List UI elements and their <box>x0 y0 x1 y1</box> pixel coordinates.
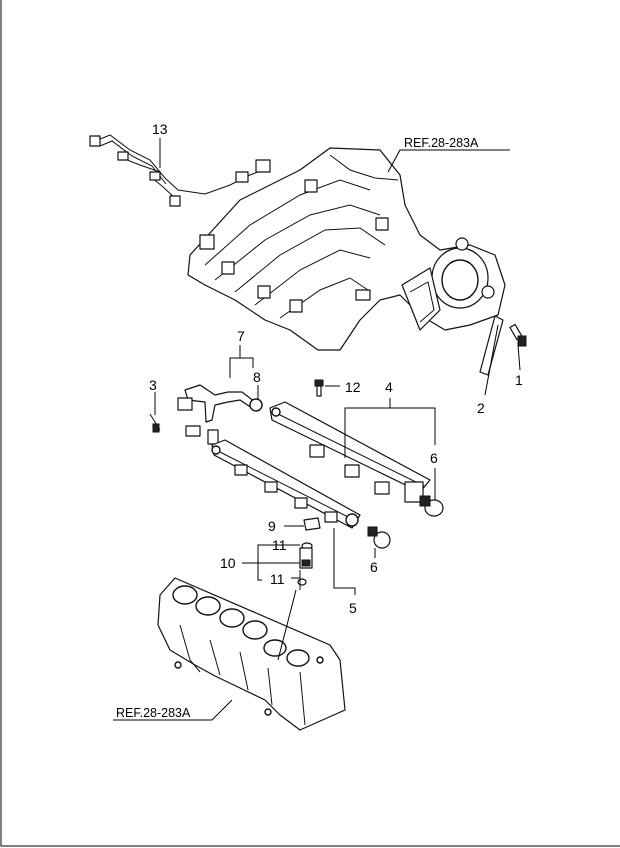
pressure-regulator-6a <box>419 495 444 517</box>
callout-8: 8 <box>253 369 261 385</box>
fuel-rail-lower <box>211 439 361 529</box>
callout-2: 2 <box>477 400 485 416</box>
callout-11-lower: 11 <box>270 571 285 587</box>
bolt-1 <box>509 323 527 347</box>
callout-3: 3 <box>149 377 157 393</box>
callout-12: 12 <box>345 379 361 395</box>
callout-6-lower: 6 <box>370 559 378 575</box>
bolt-12 <box>314 379 324 397</box>
callout-6-upper: 6 <box>430 450 438 466</box>
pressure-regulator-6b <box>367 526 391 549</box>
clip-9 <box>303 517 321 531</box>
callout-11-upper: 11 <box>272 537 287 553</box>
callout-4: 4 <box>385 379 393 395</box>
ref-label-lower: REF.28-283A <box>116 706 191 720</box>
callout-5: 5 <box>349 600 357 616</box>
callout-13: 13 <box>152 121 168 137</box>
callout-7: 7 <box>237 328 245 344</box>
fuel-rail-upper <box>269 401 431 503</box>
ref-label-upper: REF.28-283A <box>404 136 479 150</box>
fuel-feed-pipe <box>149 384 263 445</box>
intake-manifold-lower <box>157 577 346 731</box>
injector-10 <box>297 542 313 590</box>
callout-9: 9 <box>268 518 276 534</box>
callout-10: 10 <box>220 555 236 571</box>
intake-manifold-upper <box>187 147 506 351</box>
wiring-harness <box>89 134 271 207</box>
leader-lines <box>113 138 521 721</box>
callout-1: 1 <box>515 372 523 388</box>
throttle-gasket <box>479 315 504 376</box>
